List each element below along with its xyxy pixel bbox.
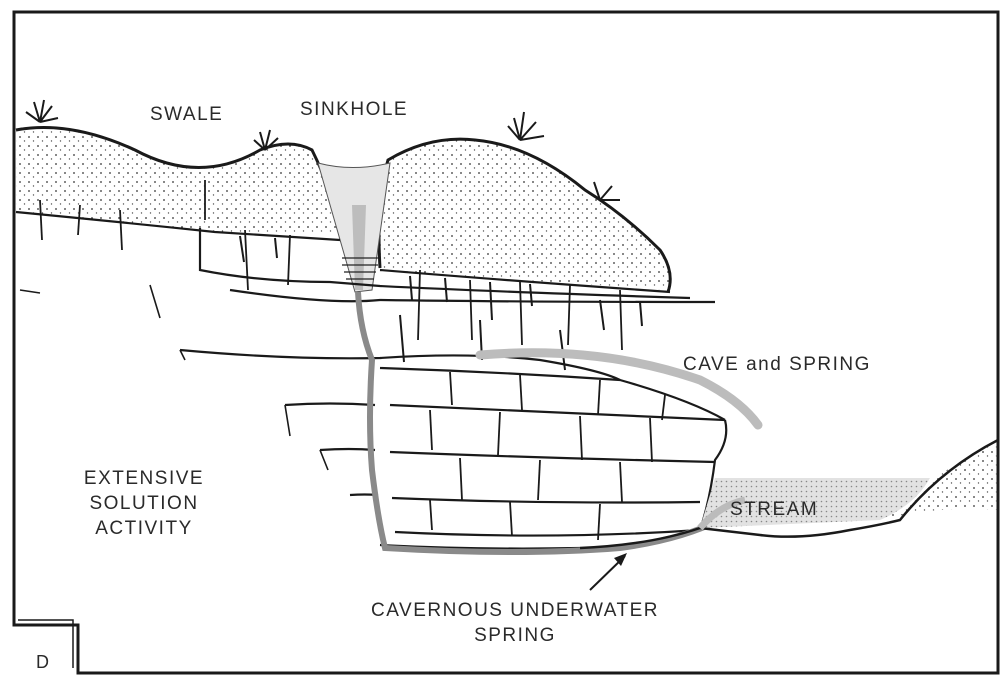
label-cave-spring: CAVE and SPRING [683, 352, 871, 377]
label-solution-line3: ACTIVITY [64, 516, 224, 541]
label-solution-line2: SOLUTION [64, 491, 224, 516]
label-underwater-line2: SPRING [350, 623, 680, 648]
underwater-spring-arrow [590, 553, 627, 590]
broken-bedding [20, 285, 328, 470]
label-underwater-line1: CAVERNOUS UNDERWATER [350, 598, 680, 623]
label-solution-line1: EXTENSIVE [64, 466, 224, 491]
panel-letter: D [36, 650, 51, 675]
label-swale: SWALE [150, 102, 223, 127]
conduit-path [358, 292, 720, 552]
label-stream: STREAM [730, 497, 818, 522]
soil-layer [16, 128, 998, 521]
label-underwater-spring: CAVERNOUS UNDERWATER SPRING [350, 598, 680, 648]
label-solution-activity: EXTENSIVE SOLUTION ACTIVITY [64, 466, 224, 541]
label-sinkhole: SINKHOLE [300, 97, 408, 122]
